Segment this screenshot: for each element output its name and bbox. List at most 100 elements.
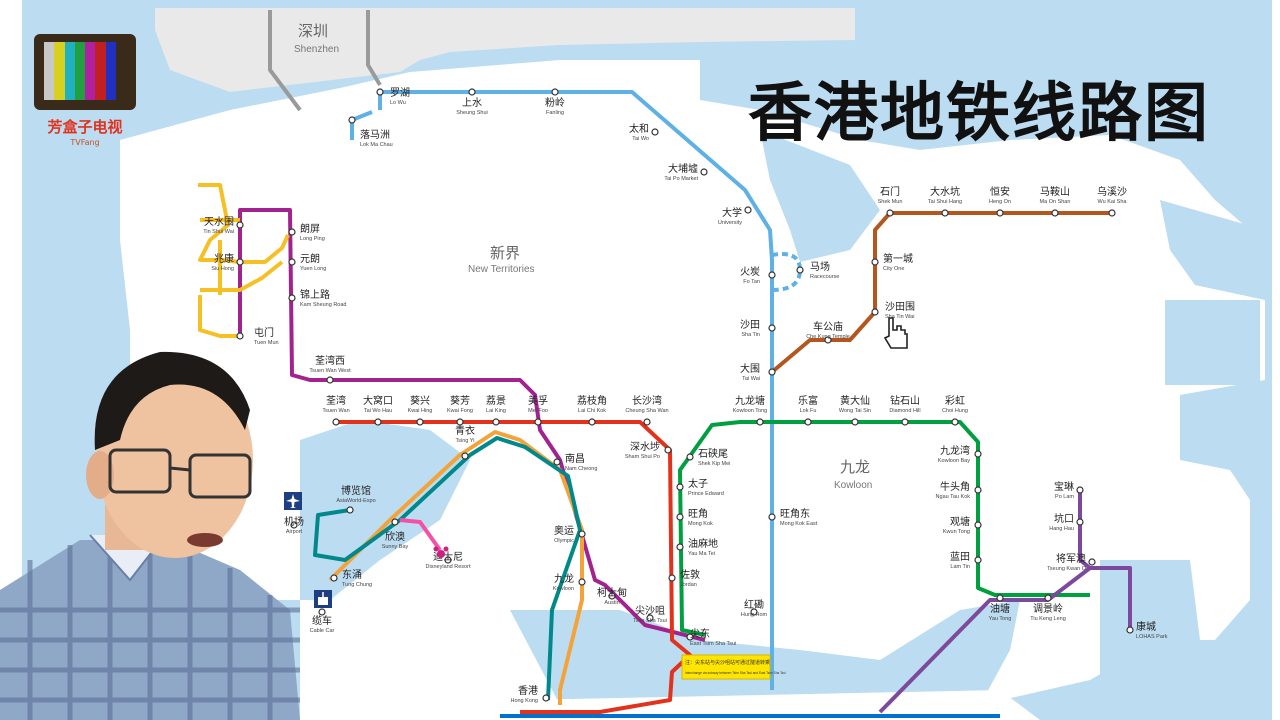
- station-label-en-prince-edward: Prince Edward: [688, 491, 724, 497]
- station-dot-airport: [290, 521, 298, 529]
- victoria-harbour: [510, 600, 1020, 705]
- station-label-en-tsuen-wan: Tsuen Wan: [322, 408, 349, 414]
- station-label-tseung-kwan-o: 将军澳: [1056, 552, 1086, 565]
- station-label-en-sunny-bay: Sunny Bay: [382, 544, 409, 550]
- tseung-kwan-o-line: [878, 490, 1132, 714]
- station-dot-tung-chung: [330, 574, 338, 582]
- interchange-notice-en: Interchange via subway between Tsim Sha …: [685, 671, 786, 675]
- station-label-en-tsing-yi: Tsing Yi: [456, 438, 475, 444]
- station-dot-che-kung-temple: [824, 336, 832, 344]
- station-label-en-tai-po-market: Tai Po Market: [664, 176, 698, 182]
- station-dot-lok-ma-chau: [348, 116, 356, 124]
- station-label-en-cheung-sha-wan: Cheung Sha Wan: [625, 408, 668, 414]
- station-label-nam-cheong: 南昌: [565, 452, 585, 465]
- station-dot-hong-kong: [542, 694, 550, 702]
- station-label-en-po-lam: Po Lam: [1055, 494, 1074, 500]
- station-label-en-kowloon-tong: Kowloon Tong: [733, 408, 767, 414]
- station-dot-tuen-mun: [236, 332, 244, 340]
- station-dot-ngau-tau-kok: [974, 486, 982, 494]
- station-label-en-lohas-park: LOHAS Park: [1136, 634, 1168, 640]
- station-label-kowloon-bay: 九龙湾: [940, 444, 970, 457]
- station-dot-sham-shui-po: [664, 446, 672, 454]
- station-label-po-lam: 宝琳: [1054, 480, 1074, 493]
- station-label-en-tai-wo-hau: Tai Wo Hau: [364, 408, 392, 414]
- interchange-notice-cn: 注：尖东站与尖沙咀站可通过隧道转乘: [685, 659, 770, 666]
- station-label-en-fanling: Fanling: [546, 110, 564, 116]
- station-label-olympic: 奥运: [554, 524, 574, 537]
- station-label-east-tst: 尖东: [690, 627, 710, 640]
- channel-logo-text: 芳盒子电视: [47, 118, 123, 136]
- station-label-en-ma-on-shan: Ma On Shan: [1040, 199, 1071, 205]
- station-dot-hang-hau: [1076, 518, 1084, 526]
- station-dot-sheung-shui: [468, 88, 476, 96]
- station-dot-shek-kip-mei: [686, 453, 694, 461]
- region-kowloon-en: Kowloon: [834, 480, 872, 491]
- station-label-yau-tong: 油塘: [990, 602, 1010, 615]
- region-new-territories-en: New Territories: [468, 264, 535, 275]
- station-dot-tin-shui-wai: [236, 221, 244, 229]
- station-dot-yau-tong: [996, 594, 1004, 602]
- station-dot-tai-wo: [651, 128, 659, 136]
- hong-kong-island: [510, 690, 1040, 720]
- station-label-tsuen-wan: 荃湾: [326, 394, 346, 407]
- station-label-en-airport: Airport: [286, 529, 303, 535]
- station-label-en-tsim-sha-tsui: Tsim Sha Tsui: [633, 618, 667, 624]
- station-dot-tai-wo-hau: [374, 418, 382, 426]
- station-label-tai-wo-hau: 大窝口: [363, 394, 393, 407]
- station-label-choi-hung: 彩虹: [945, 395, 965, 407]
- station-label-sha-tin-wai: 沙田围: [885, 301, 915, 313]
- cable-car-icon: [314, 590, 332, 608]
- station-dot-prince-edward: [676, 483, 684, 491]
- glasses-right-lens: [188, 453, 252, 499]
- station-dot-kowloon: [578, 578, 586, 586]
- station-label-che-kung-temple: 车公庙: [813, 320, 843, 333]
- presenter-shirt-check: [0, 540, 300, 720]
- region-kowloon-cn: 九龙: [840, 458, 870, 476]
- station-label-siu-hong: 兆康: [214, 252, 234, 265]
- station-label-kwai-fong: 葵芳: [450, 394, 470, 407]
- station-dot-fo-tan: [768, 271, 776, 279]
- station-dot-kowloon-tong: [756, 418, 764, 426]
- station-dot-tseung-kwan-o: [1088, 558, 1096, 566]
- station-label-en-mei-foo: Mei Foo: [528, 408, 548, 414]
- station-label-en-sha-tin-wai: Sha Tin Wai: [885, 314, 914, 320]
- disneyland-icon: [433, 546, 449, 558]
- station-dot-tai-po-market: [700, 168, 708, 176]
- station-label-racecourse: 马场: [810, 260, 830, 273]
- station-dot-wong-tai-sin: [851, 418, 859, 426]
- station-label-en-kwai-fong: Kwai Fong: [447, 408, 473, 414]
- station-label-sunny-bay: 欣澳: [385, 530, 405, 543]
- station-label-tai-shui-hang: 大水坑: [930, 185, 960, 198]
- station-label-yau-ma-tei: 油麻地: [688, 537, 718, 550]
- station-label-cable-car: 缆车: [312, 614, 332, 627]
- station-label-en-lok-fu: Lok Fu: [800, 408, 817, 414]
- station-label-kowloon-tong: 九龙塘: [735, 394, 765, 407]
- station-dot-siu-hong: [236, 258, 244, 266]
- light-rail-network: [198, 183, 290, 338]
- station-label-en-tuen-mun: Tuen Mun: [254, 340, 279, 346]
- station-dot-sha-tin: [768, 324, 776, 332]
- interchange-notice-box: [681, 654, 771, 680]
- tv-logo-icon: [34, 34, 136, 110]
- station-label-fanling: 粉岭: [545, 96, 565, 109]
- station-label-yuen-long: 元朗: [300, 253, 320, 265]
- station-label-en-sham-shui-po: Sham Shui Po: [625, 454, 660, 460]
- station-label-lai-king: 荔景: [486, 394, 506, 407]
- station-label-en-tiu-keng-leng: Tiu Keng Leng: [1030, 616, 1066, 622]
- station-label-shek-mun: 石门: [880, 185, 900, 198]
- station-label-university: 大学: [722, 206, 742, 219]
- glasses-bridge: [169, 466, 191, 472]
- station-dot-kam-sheung-road: [288, 294, 296, 302]
- station-label-en-kowloon: Kowloon: [553, 586, 574, 592]
- station-label-kowloon: 九龙: [554, 572, 574, 585]
- station-label-city-one: 第一城: [883, 252, 913, 265]
- station-dot-tsim-sha-tsui: [646, 614, 654, 622]
- station-label-kwai-hing: 葵兴: [410, 395, 430, 407]
- station-dot-diamond-hill: [901, 418, 909, 426]
- station-label-ma-on-shan: 马鞍山: [1040, 185, 1070, 198]
- kwun-tong-line: [678, 420, 1090, 637]
- station-dot-tai-shui-hang: [941, 209, 949, 217]
- station-label-austin: 柯士甸: [597, 586, 627, 599]
- station-label-tsing-yi: 青衣: [455, 424, 475, 437]
